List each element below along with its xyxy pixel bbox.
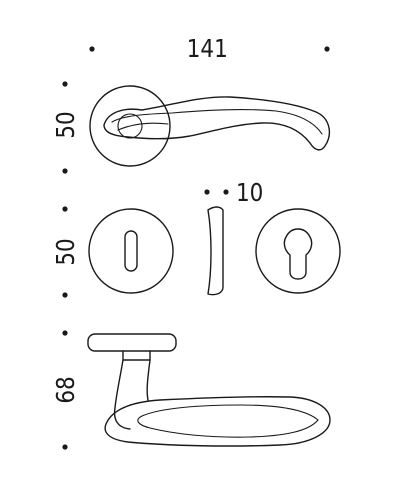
width-dimension-dot-left xyxy=(89,46,95,52)
lever-projection-label: 68 xyxy=(51,376,80,403)
rose-height-dot-bottom xyxy=(62,168,68,174)
side-lever-inner-contour xyxy=(137,404,319,438)
lever-handle-front-view xyxy=(89,85,331,167)
side-lever-body xyxy=(104,396,331,447)
rose-height-label: 50 xyxy=(51,111,80,138)
rose-height-dot-top xyxy=(62,81,68,87)
lever-handle-side-view xyxy=(87,333,331,447)
thickness-label: 10 xyxy=(236,178,263,207)
lever-ridge xyxy=(111,108,323,135)
cylinder-escutcheon xyxy=(255,208,341,294)
lever-outline xyxy=(103,96,331,151)
thickness-dot-left xyxy=(204,189,210,195)
thickness-dot-right xyxy=(223,189,229,195)
cylinder-hole xyxy=(283,228,313,280)
width-dimension-dot-right xyxy=(324,46,330,52)
width-dimension: 141 xyxy=(89,34,330,63)
side-lever-neck xyxy=(122,350,151,361)
rose-height-dimension: 50 xyxy=(51,81,80,174)
cylinder-escutcheon-circle xyxy=(255,208,341,294)
rose-outer-circle xyxy=(89,85,171,167)
width-dimension-label: 141 xyxy=(187,34,228,63)
escutcheon-side-profile xyxy=(207,206,224,296)
escutcheon-height-dot-top xyxy=(62,206,68,212)
escutcheon-height-dot-bottom xyxy=(62,292,68,298)
lever-projection-dot-top xyxy=(62,330,68,336)
lever-neck-curve xyxy=(117,122,169,131)
rose-inner-circle xyxy=(117,113,143,139)
key-escutcheon-circle xyxy=(88,208,174,294)
key-hole xyxy=(124,230,138,272)
escutcheon-height-dimension: 50 xyxy=(51,206,80,298)
side-profile-outline xyxy=(207,206,224,296)
key-escutcheon xyxy=(88,208,174,294)
side-lever-shank xyxy=(113,359,131,430)
side-lever-shank-right xyxy=(146,359,151,401)
thickness-dimension: 10 xyxy=(204,178,263,207)
escutcheon-height-label: 50 xyxy=(51,238,80,265)
lever-projection-dot-bottom xyxy=(62,444,68,450)
lever-projection-dimension: 68 xyxy=(51,330,80,450)
side-rose-plate xyxy=(87,333,177,352)
